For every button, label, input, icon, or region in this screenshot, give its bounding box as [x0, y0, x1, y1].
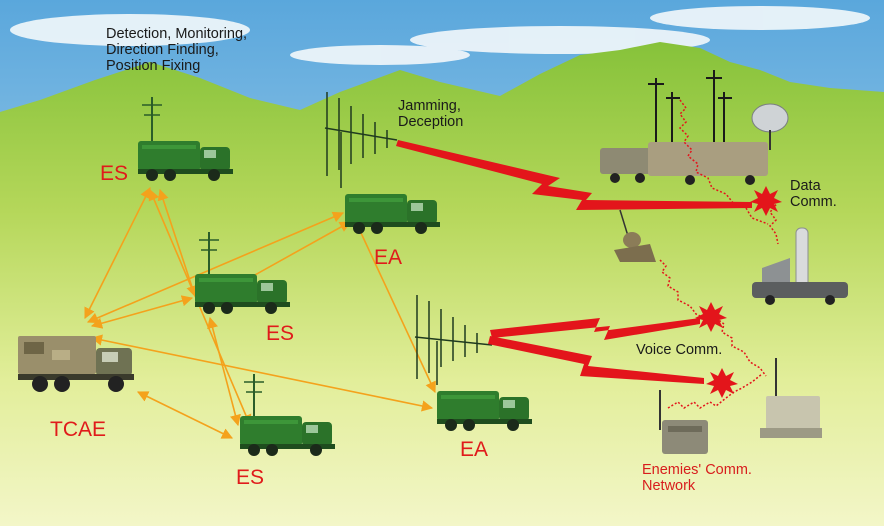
es-label-bottom: ES: [236, 466, 265, 489]
es-task-label: Detection, Monitoring, Direction Finding…: [106, 26, 248, 75]
enemy-comm-links: [659, 99, 779, 409]
lightning-icon: [490, 318, 700, 340]
tcae-truck-icon: [18, 336, 134, 392]
data-comm-label: Data Comm.: [790, 178, 837, 211]
es-vehicle-icon: [138, 97, 233, 181]
es-label-top: ES: [100, 162, 129, 185]
es-vehicle-icon: [195, 232, 290, 314]
enemy-launcher: [752, 227, 848, 305]
enemy-data-site: [600, 70, 789, 185]
voice-comm-label: Voice Comm.: [636, 342, 723, 358]
ea-label-bottom: EA: [460, 438, 489, 461]
antenna-mast-icon: [648, 70, 732, 150]
jamming-beams: [396, 140, 752, 384]
jamming-label: Jamming, Deception: [398, 98, 464, 131]
jamming-burst-icon: [695, 186, 782, 398]
es-label-middle: ES: [266, 322, 295, 345]
ea-vehicle-icon: [414, 295, 532, 431]
lightning-icon: [488, 336, 704, 384]
es-vehicle-icon: [240, 374, 335, 456]
lpda-antenna-icon: [324, 92, 398, 188]
tcae-label: TCAE: [50, 418, 107, 441]
enemy-radio-sets: [659, 358, 822, 454]
radar-dish-icon: [751, 103, 789, 150]
enemies-network-label: Enemies' Comm. Network: [642, 462, 752, 495]
soldier-radio-icon: [614, 209, 656, 262]
ea-label-top: EA: [374, 246, 403, 269]
ea-vehicle-icon: [324, 92, 440, 234]
lightning-icon: [396, 140, 752, 210]
lpda-antenna-icon: [414, 295, 493, 385]
